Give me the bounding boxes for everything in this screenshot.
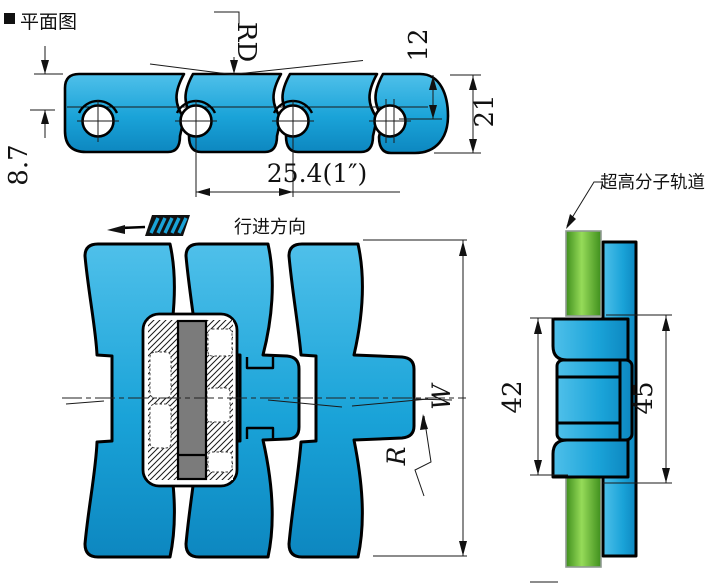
- knuckle-cutout-1: [149, 351, 172, 399]
- knuckle-cutout-4: [206, 387, 231, 423]
- knuckle-cutout-5: [207, 451, 233, 473]
- track-bottom: [565, 476, 602, 568]
- tab-notch-top: [245, 357, 275, 370]
- hub-bottom-block: [551, 438, 630, 479]
- tab-notch-bottom: [245, 426, 275, 439]
- center-line-sketch: [65, 398, 429, 408]
- hinge-pin: [176, 319, 208, 481]
- plan-plate-c: [287, 242, 416, 559]
- knuckle-cutout-2: [149, 403, 172, 449]
- dim-8-7: 8.7: [4, 46, 63, 186]
- groove-lines: [149, 60, 364, 75]
- dim-top-to-center: 8.7: [4, 144, 34, 185]
- track-label: 超高分子轨道: [600, 172, 705, 192]
- hub-top-block: [551, 317, 630, 362]
- hub-band: [555, 358, 634, 442]
- direction-label: 行进方向: [234, 217, 306, 237]
- title-block: 平面图: [4, 12, 77, 33]
- width-label: W: [427, 382, 456, 410]
- dim-pitch: 25.4(1″): [195, 130, 400, 197]
- dim-21: 21: [434, 75, 500, 154]
- rd-callout: RD: [214, 11, 261, 74]
- travel-direction: 行进方向: [107, 215, 306, 237]
- plan-view-group: 行进方向 W: [62, 215, 467, 559]
- dim-42: 42: [498, 317, 568, 476]
- knuckle-cutout-3: [207, 328, 233, 357]
- dim-hub-height: 42: [498, 380, 528, 413]
- pin-circles: [77, 99, 411, 143]
- dim-pin-top: 12: [404, 28, 434, 61]
- rd-label: RD: [231, 22, 261, 62]
- radius-label: R: [382, 447, 411, 467]
- dim-45: 45: [603, 314, 672, 484]
- dim-pitch-label: 25.4(1″): [267, 159, 367, 188]
- dim-plate-height: 45: [629, 381, 659, 414]
- page-title: 平面图: [20, 12, 77, 33]
- track-top: [565, 230, 602, 317]
- dim-12: 12: [399, 28, 481, 120]
- radius-callout: R: [382, 414, 432, 497]
- side-view-group: 42 45 超高分子轨道: [498, 172, 705, 583]
- cutaway-section: [141, 312, 239, 488]
- chain-link-1: [63, 72, 186, 154]
- dim-height: 21: [470, 94, 500, 127]
- track-callout: 超高分子轨道: [566, 172, 705, 229]
- hatch-left: [148, 320, 177, 480]
- dim-width: W: [363, 239, 467, 557]
- top-view-group: RD 8.7 12 21 25.4(1″): [4, 11, 500, 197]
- black-square-icon: [4, 13, 15, 24]
